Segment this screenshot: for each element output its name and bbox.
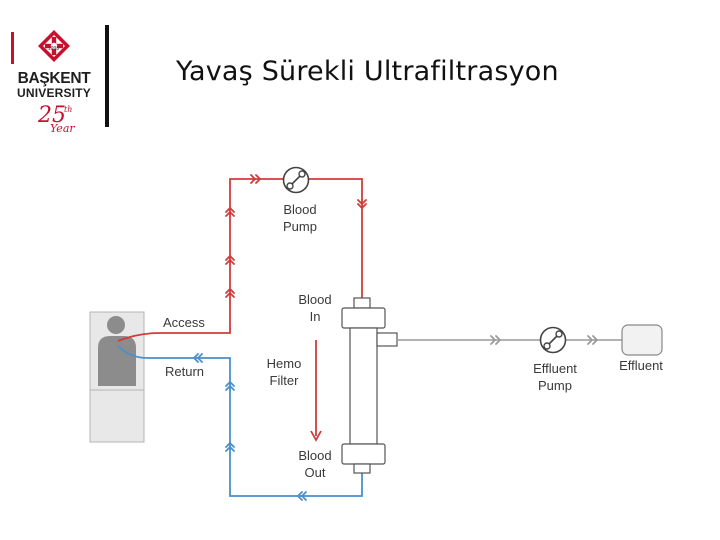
logo-emblem-icon <box>11 30 70 64</box>
title-divider <box>105 25 109 127</box>
arterial-line <box>117 178 363 342</box>
hemofilter-icon <box>341 297 398 474</box>
logo-anniversary-number: 25 <box>37 103 66 128</box>
label-blood-pump-line2: Pump <box>283 219 317 234</box>
label-blood-out-line1: Blood <box>298 448 331 463</box>
label-blood-out-line2: Out <box>305 465 326 480</box>
patient-head-icon <box>107 316 125 334</box>
logo-name-line2: UNIVERSITY <box>16 86 91 100</box>
effluent-bag-icon <box>621 324 663 356</box>
page-title: Yavaş Sürekli Ultrafiltrasyon <box>176 56 559 87</box>
label-blood-in-line1: Blood <box>298 292 331 307</box>
label-blood-in-line2: In <box>310 309 321 324</box>
blood-pump-icon <box>282 166 310 194</box>
label-access: Access <box>163 315 205 330</box>
logo-anniversary-word: Year <box>50 122 75 134</box>
label-return: Return <box>165 364 204 379</box>
label-effluent-pump-line1: Effluent <box>533 361 577 376</box>
patient-body-icon <box>98 336 136 386</box>
filter-blood-flow-arrow <box>310 340 322 442</box>
arterial-flow-arrows <box>225 174 367 298</box>
logo-founded-year: 1993 <box>48 46 60 52</box>
venous-line <box>117 345 363 497</box>
label-effluent: Effluent <box>619 358 663 373</box>
label-blood-pump-line1: Blood <box>283 202 316 217</box>
label-hemo-filter-line2: Filter <box>270 373 300 388</box>
patient-figure <box>89 311 145 443</box>
label-effluent-pump-line2: Pump <box>538 378 572 393</box>
label-hemo-filter-line1: Hemo <box>267 356 302 371</box>
logo-anniversary-suffix: th <box>64 105 72 114</box>
effluent-pump-icon <box>539 326 567 354</box>
logo-anniversary-mark: 25 th Year <box>37 103 75 134</box>
baskent-university-logo: 1993 BAŞKENT UNIVERSITY 25 th Year <box>8 26 100 134</box>
logo-name-line1: BAŞKENT <box>17 70 91 87</box>
